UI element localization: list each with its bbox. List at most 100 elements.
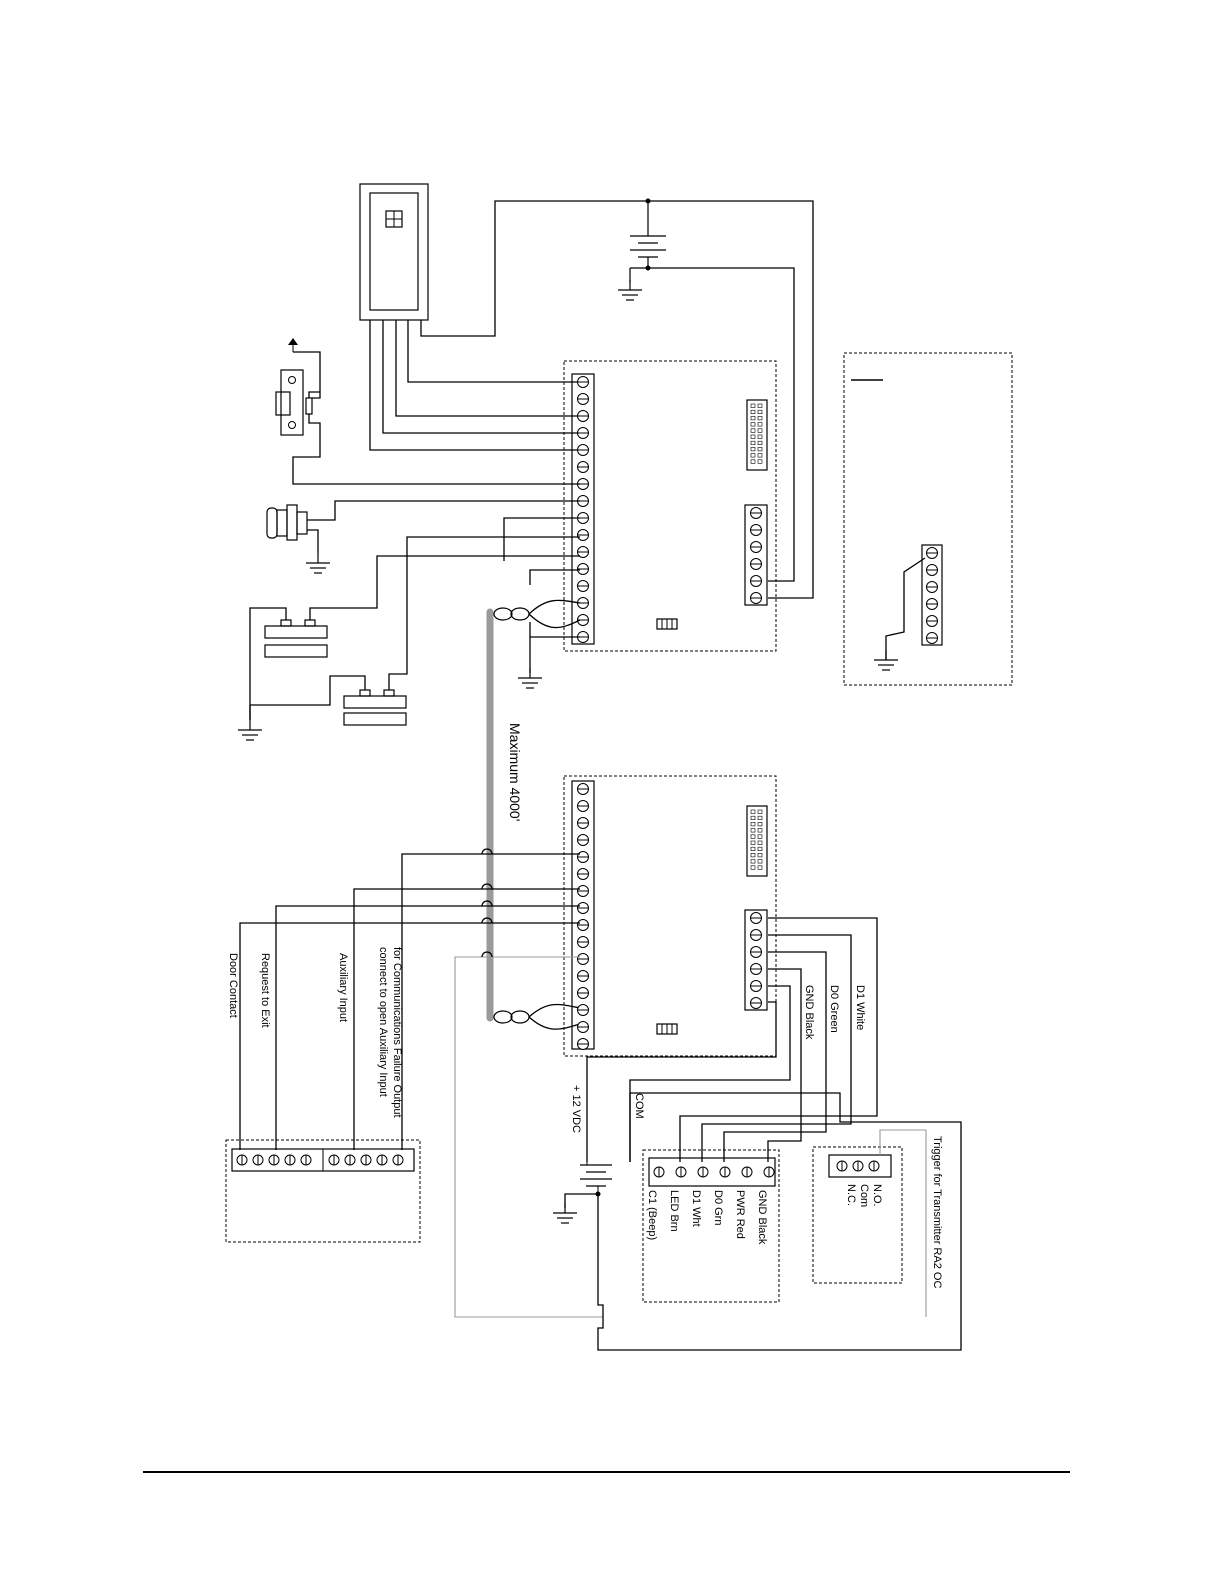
- header-pin: [758, 441, 762, 445]
- header-pin: [758, 841, 762, 845]
- terminal-screw: [578, 852, 589, 863]
- terminal-screw: [751, 964, 762, 975]
- terminal-screw: [751, 559, 762, 570]
- terminal-screw: [578, 1022, 589, 1033]
- terminal-screw: [578, 937, 589, 948]
- header-pin: [751, 822, 755, 826]
- ground-icon: [618, 280, 642, 300]
- ground-icon: [306, 553, 330, 573]
- terminal-screw: [578, 394, 589, 405]
- terminal-screw: [578, 581, 589, 592]
- terminal-screw: [578, 818, 589, 829]
- reader-term-pwr: PWR Red: [734, 1190, 746, 1239]
- keypad-reader-icon: [360, 184, 428, 320]
- terminal-screw: [654, 1167, 664, 1177]
- terminal-screw: [676, 1167, 686, 1177]
- reader-term-d1: D1 Wht: [690, 1190, 702, 1227]
- header-pin: [751, 429, 755, 433]
- relay-nc-label: N.C.: [845, 1184, 857, 1206]
- terminal-screw: [751, 508, 762, 519]
- terminal-screw: [751, 593, 762, 604]
- terminal-screw: [720, 1167, 730, 1177]
- terminal-screw: [578, 971, 589, 982]
- terminal-screw: [345, 1155, 355, 1165]
- terminal-screw: [927, 616, 938, 627]
- header-pin: [751, 460, 755, 464]
- terminal-screw: [698, 1167, 708, 1177]
- header-pin: [758, 835, 762, 839]
- top-controller-header: [751, 404, 762, 463]
- terminal-screw: [285, 1155, 295, 1165]
- plus-12vdc-label: + 12 VDC: [570, 1085, 582, 1133]
- gnd-black-label: GND Black: [803, 985, 815, 1040]
- terminal-screw: [578, 954, 589, 965]
- com-label: COM: [633, 1093, 645, 1119]
- bottom-controller-terminals: [578, 784, 589, 1050]
- top-controller-board: [564, 361, 776, 651]
- reader-term-d0: D0 Grn: [712, 1190, 724, 1225]
- header-pin: [751, 841, 755, 845]
- reader-term-c1: C1 (Beep): [646, 1190, 658, 1240]
- header-pin: [758, 460, 762, 464]
- header-pin: [751, 435, 755, 439]
- reader-term-led: LED Brn: [668, 1190, 680, 1232]
- d1-white-label: D1 White: [854, 985, 866, 1030]
- terminal-screw: [361, 1155, 371, 1165]
- top-controller-power-terminals: [751, 508, 762, 604]
- relay-no-label: N.O.: [871, 1184, 883, 1207]
- reader-term-gnd: GND Black: [756, 1190, 768, 1245]
- terminal-screw: [837, 1161, 847, 1171]
- terminal-screw: [237, 1155, 247, 1165]
- terminal-screw: [578, 377, 589, 388]
- terminal-screw: [393, 1155, 403, 1165]
- terminal-screw: [751, 998, 762, 1009]
- relay-terminals: [837, 1161, 879, 1171]
- ground-icon: [874, 650, 898, 670]
- door-strike-icon: [276, 338, 580, 484]
- header-pin: [751, 829, 755, 833]
- terminal-screw: [927, 599, 938, 610]
- header-pin: [758, 860, 762, 864]
- header-pin: [758, 829, 762, 833]
- terminal-screw: [927, 633, 938, 644]
- d0-green-label: D0 Green: [828, 985, 840, 1033]
- terminal-screw: [578, 428, 589, 439]
- auxiliary-input-label: Auxiliary Input: [337, 953, 349, 1022]
- header-pin: [758, 435, 762, 439]
- terminal-screw: [578, 886, 589, 897]
- trigger-transmitter-label: Trigger for Transmitter RA2 OC: [931, 1136, 943, 1288]
- terminal-screw: [578, 1039, 589, 1050]
- header-pin: [751, 816, 755, 820]
- header-pin: [751, 447, 755, 451]
- request-to-exit-label: Request to Exit: [259, 953, 271, 1028]
- header-pin: [758, 847, 762, 851]
- header-pin: [758, 810, 762, 814]
- terminal-screw: [578, 801, 589, 812]
- header-pin: [751, 416, 755, 420]
- ground-icon: [238, 720, 262, 740]
- terminal-screw: [578, 411, 589, 422]
- relay-block: [813, 1130, 926, 1317]
- header-pin: [751, 454, 755, 458]
- ground-icon: [518, 668, 542, 688]
- header-pin: [758, 853, 762, 857]
- comm-failure-label-2: connect to open Auxiliary Input: [377, 947, 389, 1097]
- input-panel-terminals: [237, 1155, 403, 1165]
- header-pin: [751, 404, 755, 408]
- battery-icon: [630, 199, 794, 582]
- ground-icon: [553, 1203, 577, 1223]
- relay-com-label: Com: [858, 1184, 870, 1207]
- max-distance-label: Maximum 4000': [507, 723, 523, 821]
- terminal-screw: [578, 445, 589, 456]
- header-pin: [758, 816, 762, 820]
- terminal-screw: [578, 564, 589, 575]
- terminal-screw: [253, 1155, 263, 1165]
- terminal-screw: [329, 1155, 339, 1165]
- terminal-screw: [751, 576, 762, 587]
- comm-failure-label-1: for Communications Failure Output: [391, 947, 403, 1118]
- terminal-screw: [764, 1167, 774, 1177]
- header-pin: [758, 404, 762, 408]
- bottom-controller-board: [564, 776, 776, 1056]
- header-pin: [751, 847, 755, 851]
